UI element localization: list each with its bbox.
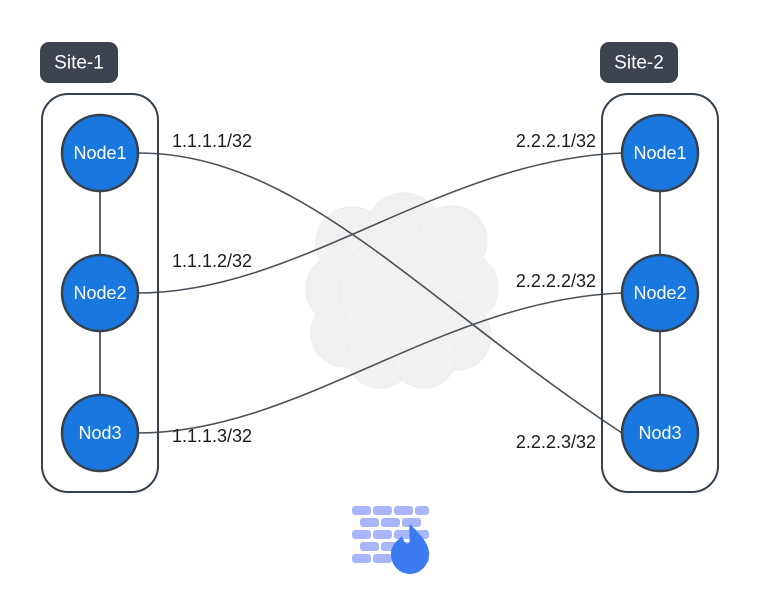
site-badge-box [40,42,118,83]
site-badge-box [600,42,678,83]
node-circle[interactable] [620,393,700,473]
node-label: Node2 [73,283,126,303]
node-site2-node1[interactable]: Node1 [620,113,700,193]
edge-labels: 1.1.1.1/32 1.1.1.2/32 1.1.1.3/32 2.2.2.1/32… [172,131,596,452]
node-circle[interactable] [60,113,140,193]
site-containers [41,93,719,493]
node-circle[interactable] [60,393,140,473]
cross-site-link [137,292,623,434]
edge-label-label-2-2-2-2: 2.2.2.2/32 [516,271,596,291]
node-circle[interactable] [60,253,140,333]
firewall-brick [415,506,429,515]
firewall-brick [381,518,400,527]
firewall-brick [394,506,413,515]
firewall-brick [360,518,379,527]
cloud-bubble [339,233,457,351]
site-badge-site-1: Site-1 [40,42,118,83]
internet-cloud [305,192,499,389]
firewall-brick [352,530,371,539]
node-site1-node2[interactable]: Node2 [60,253,140,333]
edge-label-label-2-2-2-3: 2.2.2.3/32 [516,432,596,452]
site-badge-site-2: Site-2 [600,42,678,83]
node-site2-node3[interactable]: Nod3 [620,393,700,473]
edge-label-label-1-1-1-1: 1.1.1.1/32 [172,131,252,151]
site-container-site-1 [41,93,159,493]
cross-site-link [137,152,623,294]
node-site2-node2[interactable]: Node2 [620,253,700,333]
firewall-icon [352,506,430,574]
firewall-brick [352,554,371,563]
node-site1-node3[interactable]: Nod3 [60,393,140,473]
firewall-brick [360,542,379,551]
firewall-brick [373,530,392,539]
intra-site-links [99,191,661,395]
node-circle[interactable] [620,253,700,333]
node-site1-node1[interactable]: Node1 [60,113,140,193]
node-label: Node1 [633,143,686,163]
firewall-graphic [352,506,430,574]
site-container-site-2 [601,93,719,493]
edge-label-label-2-2-2-1: 2.2.2.1/32 [516,131,596,151]
cross-site-links [137,152,623,434]
firewall-brick [373,506,392,515]
firewall-brick [352,506,371,515]
site-badges: Site-1 Site-2 [40,42,678,83]
node-circle[interactable] [620,113,700,193]
firewall-brick [373,554,392,563]
site-badge-label: Site-1 [54,53,104,74]
firewall-brick [402,518,421,527]
edge-label-label-1-1-1-3: 1.1.1.3/32 [172,426,252,446]
node-label: Nod3 [78,423,121,443]
node-label: Nod3 [638,423,681,443]
edge-label-label-1-1-1-2: 1.1.1.2/32 [172,251,252,271]
site-badge-label: Site-2 [614,53,664,74]
node-label: Node1 [73,143,126,163]
firewall-brick [394,530,413,539]
firewall-flame [391,524,430,574]
node-label: Node2 [633,283,686,303]
cross-site-link [137,152,623,434]
